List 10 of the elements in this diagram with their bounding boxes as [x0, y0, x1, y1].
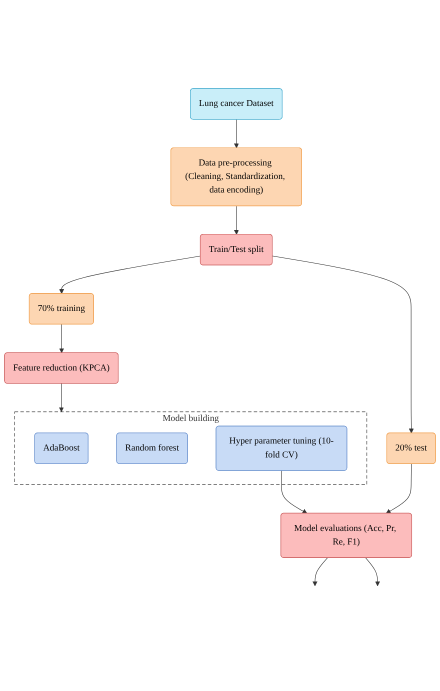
arrow — [58, 382, 64, 412]
arrow — [234, 205, 239, 234]
arrow — [272, 255, 414, 434]
arrow — [365, 557, 380, 586]
arrow — [59, 324, 64, 353]
arrow — [281, 470, 308, 514]
arrow — [59, 255, 201, 294]
arrow — [312, 557, 328, 586]
arrow — [386, 463, 412, 514]
arrow — [234, 118, 239, 148]
